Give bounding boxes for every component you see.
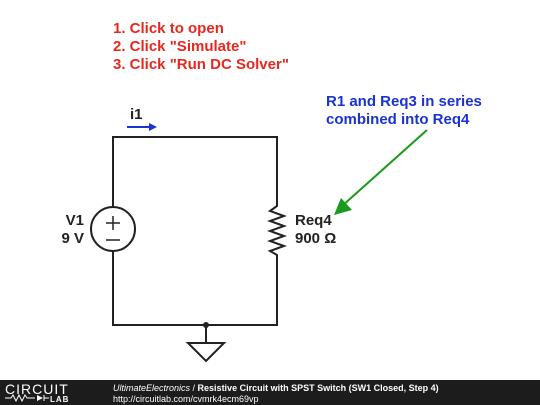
annotation-arrow-head: [334, 198, 352, 215]
source-value: 9 V: [61, 230, 84, 247]
resistor-name: Req4: [295, 212, 332, 229]
plus-sign: [106, 216, 120, 230]
circuitlab-logo-top[interactable]: CIRCUIT: [5, 381, 69, 397]
circuitlab-logo-bottom: LAB: [50, 395, 70, 404]
annotation-arrow-line: [341, 129, 428, 207]
annotation-line-2: combined into Req4: [326, 111, 470, 128]
resistor-req4: [267, 204, 287, 257]
resistor-value: 900 Ω: [295, 230, 337, 247]
ground-symbol: [185, 342, 227, 363]
footer-title: Resistive Circuit with SPST Switch (SW1 …: [197, 383, 439, 393]
footer-bar: CIRCUIT LAB UltimateElectronics / Resist…: [0, 380, 540, 405]
instruction-step-2: 2. Click "Simulate": [113, 38, 247, 55]
source-name: V1: [65, 212, 84, 229]
instructions: 1. Click to open 2. Click "Simulate" 3. …: [113, 20, 289, 74]
instruction-step-1: 1. Click to open: [113, 20, 224, 37]
footer-url[interactable]: http://circuitlab.com/cvmrk4ecm69vp: [113, 394, 259, 404]
current-label: i1: [130, 106, 143, 123]
annotation-line-1: R1 and Req3 in series: [326, 93, 482, 110]
footer-title-line: UltimateElectronics / Resistive Circuit …: [113, 383, 439, 394]
logo-wave-icon: [5, 394, 49, 402]
footer-author[interactable]: UltimateElectronics: [113, 383, 191, 393]
circuit-schematic[interactable]: [0, 0, 540, 380]
annotation-text: R1 and Req3 in series combined into Req4: [326, 93, 482, 129]
junction-dot: [203, 322, 209, 328]
instruction-step-3: 3. Click "Run DC Solver": [113, 56, 289, 73]
footer-separator: /: [190, 383, 198, 393]
current-arrow-head: [149, 123, 157, 131]
